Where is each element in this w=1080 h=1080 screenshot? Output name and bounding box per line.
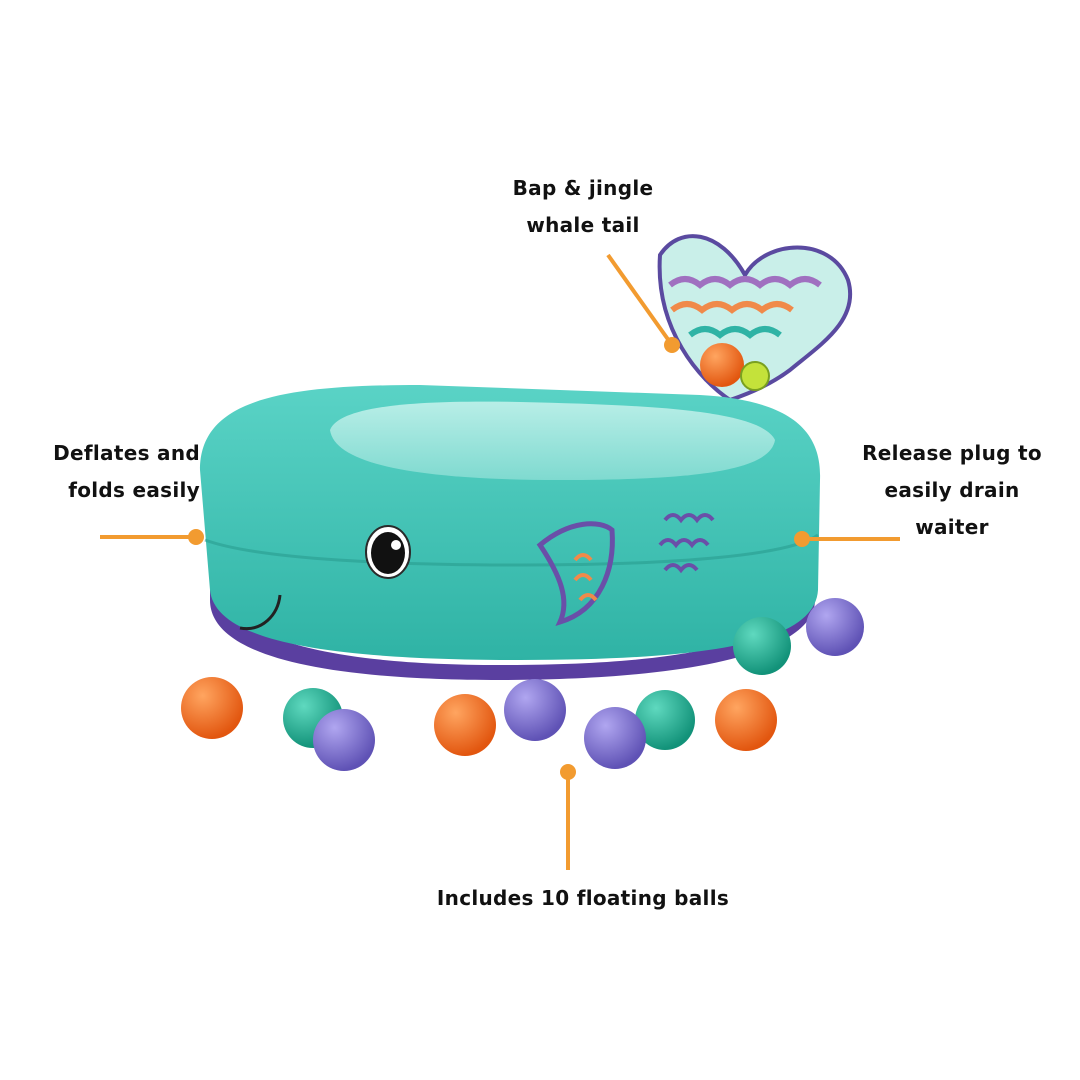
ball-purple (806, 598, 864, 656)
ball-teal (733, 617, 791, 675)
callout-release-plug: Release plug to easily drain waiter (832, 435, 1072, 546)
ball-teal (635, 690, 695, 750)
callout-text: folds easily (68, 478, 200, 502)
callout-whale-tail: Bap & jingle whale tail (443, 170, 723, 244)
ball-purple (313, 709, 375, 771)
whale-smile (239, 594, 282, 631)
ball-orange (715, 689, 777, 751)
whale-tail (657, 234, 852, 403)
callout-text: Deflates and (53, 441, 200, 465)
tail-leader-dot (664, 337, 680, 353)
tub-inner (330, 401, 775, 480)
whale-fin (536, 513, 715, 626)
plug-leader-dot (794, 531, 810, 547)
tail-leader-line (606, 253, 674, 347)
callout-text: Includes 10 floating balls (436, 886, 730, 910)
callout-deflates: Deflates and folds easily (0, 435, 200, 509)
floating-balls (181, 598, 864, 771)
ball-purple (584, 707, 646, 769)
callout-floating-balls: Includes 10 floating balls (383, 880, 783, 917)
deflate-leader-dot (188, 529, 204, 545)
ball-orange (434, 694, 496, 756)
callout-text: whale tail (526, 213, 640, 237)
whale-eye (365, 525, 411, 579)
callout-text: Bap & jingle (512, 176, 654, 200)
callout-text: Release plug to (862, 441, 1042, 465)
ball-orange (181, 677, 243, 739)
callout-text: easily drain (884, 478, 1020, 502)
balls-leader-dot (560, 764, 576, 780)
callout-text: waiter (915, 515, 989, 539)
ball-purple (504, 679, 566, 741)
